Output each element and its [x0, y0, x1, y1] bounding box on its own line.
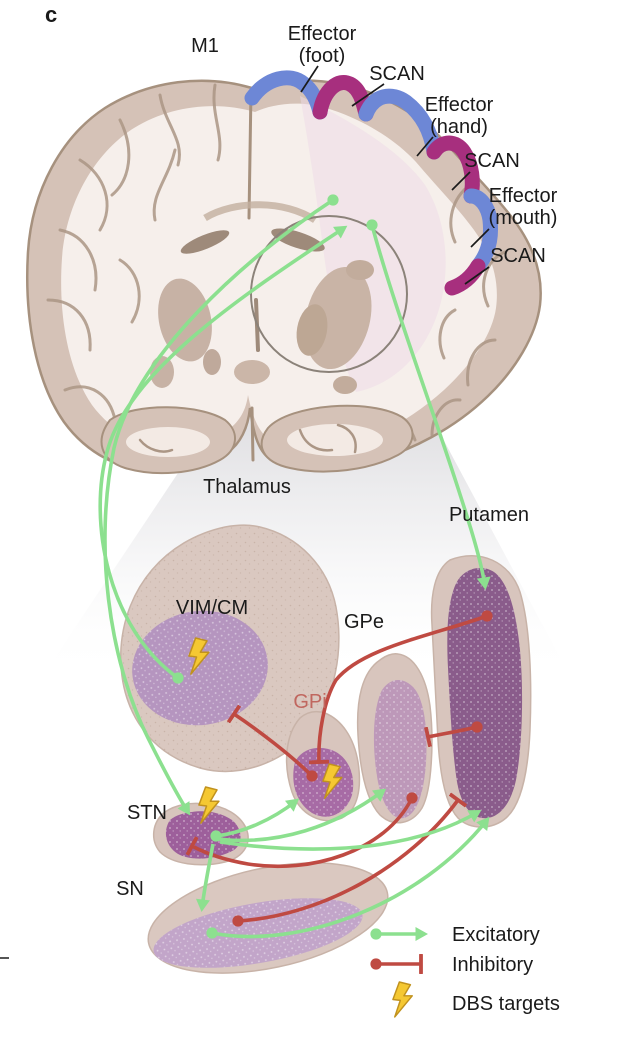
midline-fissure-bottom — [250, 406, 255, 462]
pointer-effector-foot — [300, 65, 319, 93]
panel-letter: c — [45, 2, 57, 27]
dbs-bolt-stn-icon — [198, 786, 220, 824]
gpi-label: GPi — [293, 691, 326, 713]
legend: Excitatory Inhibitory DBS targets — [370, 924, 560, 1018]
inhibitory-putamen-to-gpe — [428, 727, 477, 737]
scan-label-3: SCAN — [490, 245, 546, 267]
excitatory-cortex-to-putamen — [366, 219, 491, 590]
dbs-bolt-legend-icon — [392, 981, 413, 1018]
effector-foot-label-2: (foot) — [299, 45, 346, 67]
label-pointers — [300, 65, 490, 285]
enlarged-structures — [120, 524, 532, 974]
legend-inhibitory-label: Inhibitory — [452, 954, 533, 976]
pointer-effector-hand — [416, 136, 434, 157]
pointer-scan-2 — [451, 171, 471, 191]
vim-cm-label: VIM/CM — [176, 597, 248, 619]
effector-hand-label-1: Effector — [425, 94, 494, 116]
midline-fissure-top — [247, 88, 253, 220]
gpe-label: GPe — [344, 611, 384, 633]
legend-inhibitory: Inhibitory — [376, 954, 533, 976]
scan-region-2 — [426, 135, 480, 204]
effector-hand-label-2: (hand) — [430, 116, 488, 138]
scan-label-1: SCAN — [369, 63, 425, 85]
stn-label: STN — [127, 802, 167, 824]
legend-dbs: DBS targets — [392, 981, 560, 1018]
m1-label: M1 — [191, 35, 219, 57]
pointer-effector-mouth — [470, 228, 490, 248]
legend-dbs-label: DBS targets — [452, 993, 560, 1015]
sn-label: SN — [116, 878, 144, 900]
excitatory-cortex-to-stn — [103, 194, 339, 816]
dbs-bolts — [188, 637, 343, 824]
thalamus-label: Thalamus — [203, 476, 291, 498]
excitatory-stn-to-putamen — [219, 809, 482, 851]
pointer-scan-3 — [464, 266, 490, 285]
pointer-scan-1 — [351, 83, 385, 107]
effector-mouth-label-1: Effector — [489, 185, 558, 207]
scan-label-2: SCAN — [464, 150, 520, 172]
legend-excitatory-label: Excitatory — [452, 924, 540, 946]
dbs-bolt-vimcm-icon — [188, 637, 210, 675]
excitatory-sn-to-putamen — [206, 816, 490, 939]
effector-foot-label-1: Effector — [288, 23, 357, 45]
effector-mouth-label-2: (mouth) — [489, 207, 558, 229]
effector-hand-region — [358, 88, 442, 160]
putamen-label: Putamen — [449, 504, 529, 526]
excitatory-connections — [98, 194, 491, 939]
legend-excitatory: Excitatory — [370, 924, 540, 946]
dbs-bolt-gpi-icon — [322, 763, 343, 799]
